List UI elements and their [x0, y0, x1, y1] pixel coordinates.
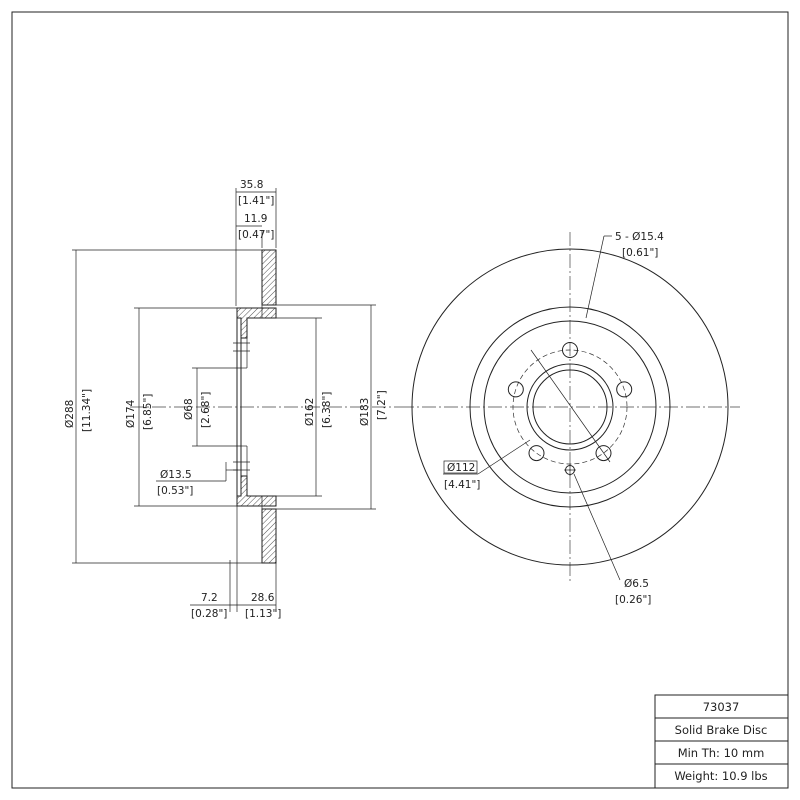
bolt-circle-mm: Ø112: [447, 462, 475, 474]
hat-section-top: [236, 307, 277, 339]
outer-diameter-mm: Ø288: [64, 400, 76, 428]
center-bore-circle: [532, 369, 608, 445]
hat-outer-diameter-mm: Ø174: [125, 399, 137, 428]
bolt-hole-3: [595, 445, 612, 462]
inner-hat-diameter-mm: Ø162: [304, 398, 316, 426]
bolt-hole-mm: Ø13.5: [160, 469, 192, 481]
friction-inner-diameter-mm: Ø183: [359, 398, 371, 426]
bolt-hole-1: [562, 342, 578, 358]
bolt-holes-label-mm: 5 - Ø15.4: [615, 231, 664, 243]
rotor-outer-circle: [411, 248, 729, 566]
weight: Weight: 10.9 lbs: [674, 769, 767, 783]
hub-outer-circle: [526, 363, 614, 451]
hat-height-in: [1.13"]: [245, 608, 281, 620]
hat-inner-circle: [483, 320, 657, 494]
bolt-hole-4: [528, 445, 545, 462]
side-view: 35.8 [1.41"] 11.9 [0.47"] Ø288 [11.34"] …: [64, 179, 400, 620]
hat-thickness-in: [0.47"]: [238, 229, 274, 241]
bolt-circle-in: [4.41"]: [444, 479, 480, 491]
locating-hole-in: [0.26"]: [615, 594, 651, 606]
rotor-ring-bottom: [261, 508, 277, 564]
center-bore-in: [2.68"]: [200, 392, 212, 428]
part-number: 73037: [703, 700, 740, 714]
bolt-holes-label-in: [0.61"]: [622, 247, 658, 259]
title-block: 73037 Solid Brake Disc Min Th: 10 mm Wei…: [654, 694, 789, 789]
friction-inner-circle: [469, 306, 671, 508]
friction-inner-diameter-in: [7.2"]: [376, 390, 388, 420]
locating-hole-mm: Ø6.5: [624, 578, 649, 590]
overall-width-mm: 35.8: [240, 179, 263, 191]
bolt-circle-diagonal: [530, 349, 611, 463]
bolt-hole-5: [507, 381, 524, 398]
min-thickness: Min Th: 10 mm: [678, 746, 765, 760]
rotor-ring-top: [261, 249, 277, 306]
locating-hole-leader: [573, 473, 621, 581]
flange-thickness-mm: 7.2: [201, 592, 218, 604]
hat-height-mm: 28.6: [251, 592, 275, 604]
bolt-hole-leader: [585, 235, 605, 319]
hat-section-bottom: [236, 475, 277, 507]
hat-outer-diameter-in: [6.85"]: [142, 394, 154, 430]
inner-hat-diameter-in: [6.38"]: [321, 392, 333, 428]
front-view: 5 - Ø15.4 [0.61"] Ø112 [4.41"] Ø6.5 [0.2…: [400, 231, 740, 606]
overall-width-in: [1.41"]: [238, 195, 274, 207]
bolt-hole-2: [616, 381, 633, 398]
drawing-border: [11, 11, 789, 789]
bolt-holes-group: [507, 342, 633, 462]
center-bore-mm: Ø68: [183, 398, 195, 420]
part-description: Solid Brake Disc: [675, 723, 768, 737]
bolt-hole-in: [0.53"]: [157, 485, 193, 497]
hat-thickness-mm: 11.9: [244, 213, 267, 225]
flange-thickness-in: [0.28"]: [191, 608, 227, 620]
outer-diameter-in: [11.34"]: [81, 389, 93, 432]
